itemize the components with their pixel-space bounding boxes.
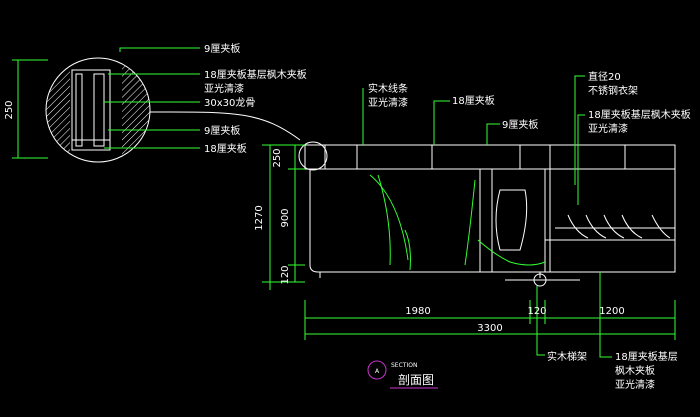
callout-small-circle [298,141,328,171]
dim-top: 250 [272,148,283,167]
veneer-label: 18厘夹板基层枫木夹板 [588,108,691,121]
detail-circle [45,57,151,163]
detail-leaders [104,47,200,149]
wall-hatch [46,58,70,162]
section-title-en: SECTION [391,362,417,369]
detail-label: 9厘夹板 [204,124,240,137]
section-title-cn: 剖面图 [398,373,434,387]
plywood9-label: 9厘夹板 [502,118,538,131]
section-title: A SECTION 剖面图 [367,360,438,389]
dim-width-total: 3300 [477,323,502,334]
detail-callout: 250 9厘夹板 18厘夹板基层枫木夹板 亚光清漆 30x30龙骨 9厘夹板 1… [4,42,307,163]
dim-width-left: 1980 [405,306,430,317]
bedding-lines [369,174,546,271]
callout-connector [149,111,301,141]
detail-label: 亚光清漆 [204,82,244,95]
dim-width-right: 1200 [599,306,624,317]
section-marker: A [375,368,380,375]
detail-frame [71,69,111,151]
detail-dim-text: 250 [4,100,15,119]
detail-label: 18厘夹板基层枫木夹板 [204,68,307,81]
trim-label: 实木线条 [368,82,408,95]
bottom-veneer-label: 枫木夹板 [615,364,655,377]
plywood18-label: 18厘夹板 [452,94,495,107]
dim-bottom: 120 [280,265,291,284]
bed-section [304,144,676,287]
detail-label: 30x30龙骨 [204,96,255,109]
detail-label: 9厘夹板 [204,42,240,55]
veneer-label: 亚光清漆 [588,122,628,135]
dim-middle: 900 [280,208,291,227]
detail-dimension [12,59,48,159]
wood-frame-label: 实木梯架 [547,350,587,363]
section-leaders [362,75,612,358]
dim-width-mid: 120 [527,306,546,317]
horizontal-dimensions [304,300,676,340]
dim-total-height: 1270 [254,205,265,230]
detail-label: 18厘夹板 [204,142,247,155]
trim-label: 亚光清漆 [368,96,408,109]
rail-label: 不锈钢衣架 [588,84,638,97]
vertical-dimensions [262,144,305,290]
bottom-veneer-label: 18厘夹板基层 [615,350,678,363]
bottom-veneer-label: 亚光清漆 [615,378,655,391]
rail-label: 直径20 [588,70,621,83]
hanger-marks [555,214,675,239]
